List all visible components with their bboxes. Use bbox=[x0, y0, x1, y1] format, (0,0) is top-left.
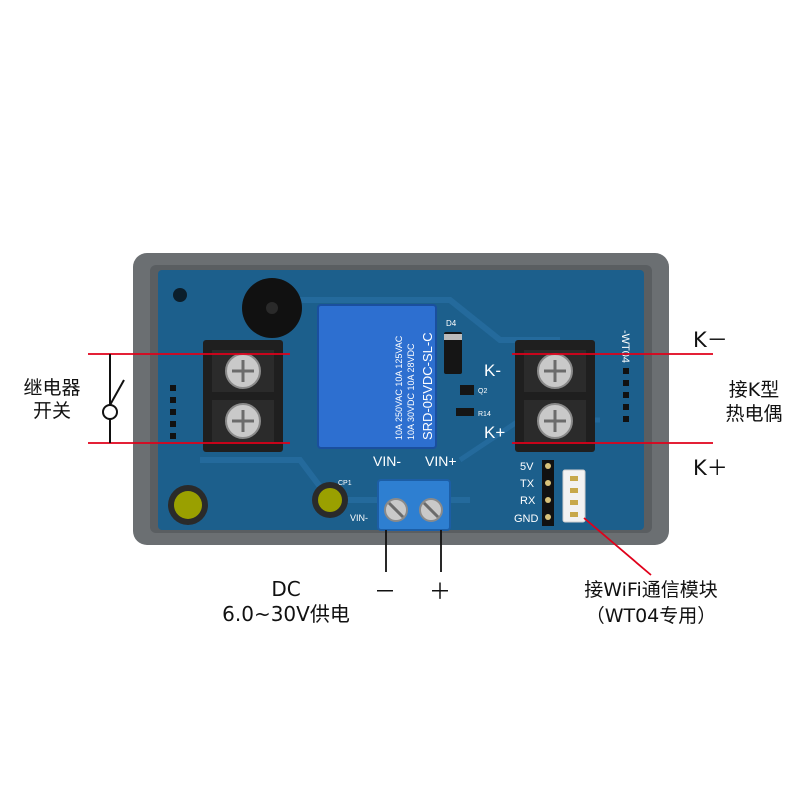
screw-slot bbox=[232, 360, 254, 382]
screw-slot bbox=[387, 501, 405, 519]
transistor-label: Q2 bbox=[478, 388, 487, 395]
power-label: DC 6.0~30V供电 bbox=[198, 577, 374, 627]
header-pin-rx: RX bbox=[520, 495, 536, 507]
cp-label: CP1 bbox=[338, 480, 352, 487]
silk-k-minus: K- bbox=[484, 361, 501, 380]
wifi-line-2: （WT04专用） bbox=[585, 605, 717, 627]
transistor bbox=[460, 385, 474, 395]
capacitor-left-top bbox=[174, 491, 202, 519]
screw-slot bbox=[422, 501, 440, 519]
diode bbox=[444, 332, 462, 374]
switch-symbol bbox=[102, 354, 125, 443]
wifi-label: 接WiFi通信模块 （WT04专用） bbox=[556, 577, 746, 629]
relay-switch-label: 继电器 开关 bbox=[12, 377, 92, 423]
silk-vin-minus: VIN- bbox=[373, 453, 401, 469]
capacitor-right-top bbox=[318, 488, 342, 512]
diode-band bbox=[444, 334, 462, 340]
relay-text-1: 10A 250VAC 10A 125VAC bbox=[394, 335, 404, 440]
left-pin-header bbox=[170, 385, 176, 439]
silk-vin-minus-small: VIN- bbox=[350, 513, 368, 523]
buzzer-hole bbox=[266, 302, 278, 314]
relay bbox=[317, 304, 437, 449]
thermocouple-label: 接K型 热电偶 bbox=[708, 378, 800, 426]
callout-lines bbox=[88, 353, 713, 576]
header-pin-gnd: GND bbox=[514, 513, 539, 525]
power-line-2: 6.0~30V供电 bbox=[222, 602, 350, 626]
k-minus-label: K－ bbox=[693, 328, 728, 352]
screw-slot bbox=[232, 410, 254, 432]
resistor-label: R14 bbox=[478, 411, 491, 418]
power-leads bbox=[385, 530, 442, 572]
wifi-connector bbox=[562, 469, 586, 523]
model-label: -WT04 bbox=[619, 330, 631, 363]
right-pin-header bbox=[623, 368, 629, 422]
silk-vin-plus: VIN+ bbox=[425, 453, 457, 469]
wifi-line-1: 接WiFi通信模块 bbox=[584, 579, 718, 601]
screw-slot bbox=[544, 410, 566, 432]
wifi-connector-pins bbox=[570, 476, 578, 517]
resistor bbox=[456, 408, 474, 416]
power-minus-label: － bbox=[374, 580, 397, 605]
header-pin-tx: TX bbox=[520, 478, 535, 490]
relay-switch-line-2: 开关 bbox=[32, 400, 71, 422]
relay-text-3: SRD-05VDC-SL-C bbox=[420, 332, 435, 440]
pin-header-pins bbox=[545, 463, 551, 520]
relay-switch-line-1: 继电器 bbox=[23, 377, 81, 399]
power-line-1: DC bbox=[271, 577, 301, 601]
pin-header-strip bbox=[542, 460, 554, 526]
power-plus-label: ＋ bbox=[429, 580, 452, 605]
thermocouple-line-1: 接K型 bbox=[728, 379, 780, 401]
relay-text-2: 10A 30VDC 10A 28VDC bbox=[406, 343, 416, 440]
mounting-hole bbox=[173, 288, 187, 302]
k-plus-label: K＋ bbox=[693, 456, 728, 480]
header-pin-5v: 5V bbox=[520, 461, 534, 473]
screw-slot bbox=[544, 360, 566, 382]
diode-label: D4 bbox=[446, 319, 457, 328]
thermocouple-line-2: 热电偶 bbox=[725, 403, 783, 425]
silk-k-plus: K+ bbox=[484, 423, 505, 442]
